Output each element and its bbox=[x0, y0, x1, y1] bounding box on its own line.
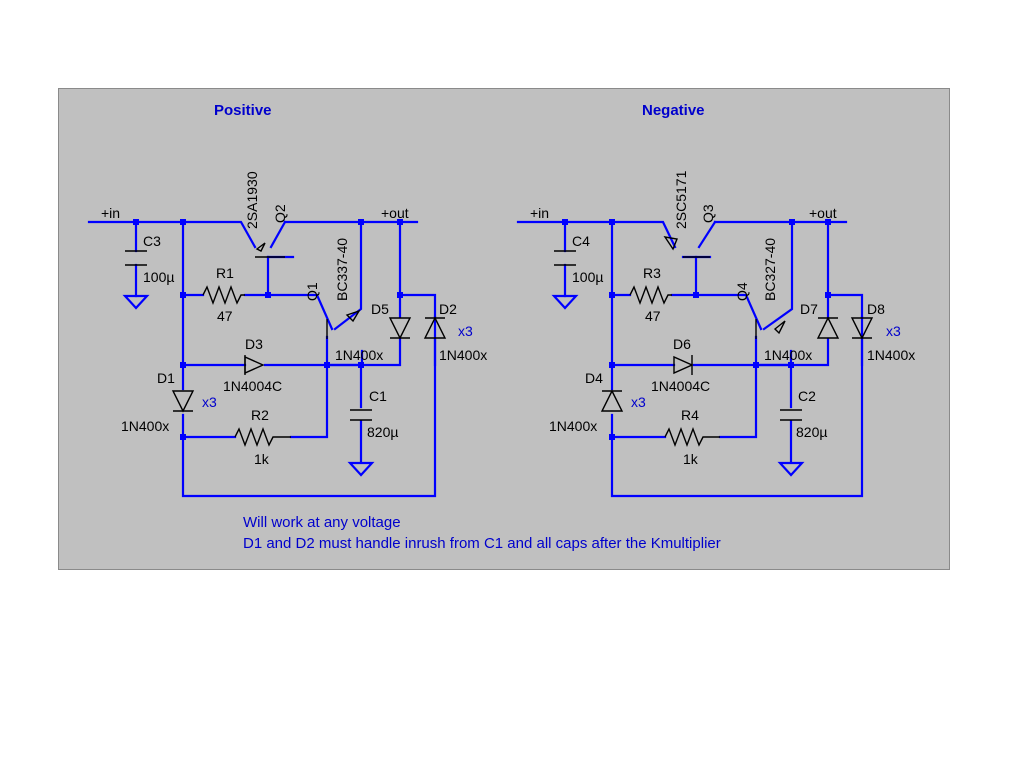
d7-ref: D7 bbox=[800, 301, 818, 317]
negative-title: Negative bbox=[642, 102, 705, 119]
r4-ref: R4 bbox=[681, 407, 699, 423]
schematic-canvas: Positive bbox=[58, 88, 950, 570]
d2-multiplier: x3 bbox=[458, 323, 473, 339]
d1-diode bbox=[171, 390, 195, 413]
r3-ref: R3 bbox=[643, 265, 661, 281]
d8-ref: D8 bbox=[867, 301, 885, 317]
d1-multiplier: x3 bbox=[202, 394, 217, 410]
q2-model: 2SA1930 bbox=[244, 171, 260, 229]
d5-ref: D5 bbox=[371, 301, 389, 317]
d4-multiplier: x3 bbox=[631, 394, 646, 410]
q4-transistor bbox=[755, 319, 786, 339]
r3-value: 47 bbox=[645, 308, 661, 324]
q1-model: BC337-40 bbox=[334, 238, 350, 301]
r2-resistor bbox=[234, 427, 291, 447]
r3-resistor bbox=[629, 285, 672, 305]
d6-diode bbox=[673, 355, 694, 375]
c2-capacitor bbox=[777, 409, 805, 477]
c3-value: 100µ bbox=[143, 269, 174, 285]
c1-ref: C1 bbox=[369, 388, 387, 404]
d3-value: 1N4004C bbox=[223, 378, 282, 394]
q2-transistor bbox=[255, 242, 285, 258]
d4-value: 1N400x bbox=[549, 418, 597, 434]
r1-ref: R1 bbox=[216, 265, 234, 281]
d7-diode bbox=[816, 316, 840, 339]
note-line-2: D1 and D2 must handle inrush from C1 and… bbox=[243, 535, 721, 552]
positive-in-label: +in bbox=[101, 205, 120, 221]
r1-value: 47 bbox=[217, 308, 233, 324]
d7-value: 1N400x bbox=[764, 347, 812, 363]
q3-transistor bbox=[663, 236, 710, 258]
r4-resistor bbox=[664, 427, 720, 447]
d1-value: 1N400x bbox=[121, 418, 169, 434]
c4-capacitor bbox=[551, 250, 579, 310]
q4-ref: Q4 bbox=[734, 282, 750, 301]
d2-diode bbox=[423, 316, 447, 339]
c1-capacitor bbox=[347, 409, 375, 477]
positive-out-label: +out bbox=[381, 205, 409, 221]
q2-ref: Q2 bbox=[272, 204, 288, 223]
d2-ref: D2 bbox=[439, 301, 457, 317]
d4-diode bbox=[600, 389, 624, 412]
q3-ref: Q3 bbox=[700, 204, 716, 223]
d3-diode bbox=[244, 355, 265, 375]
r2-value: 1k bbox=[254, 451, 270, 467]
d8-value: 1N400x bbox=[867, 347, 915, 363]
negative-in-label: +in bbox=[530, 205, 549, 221]
d8-diode bbox=[850, 317, 874, 340]
c4-ref: C4 bbox=[572, 233, 590, 249]
c4-value: 100µ bbox=[572, 269, 603, 285]
r2-ref: R2 bbox=[251, 407, 269, 423]
r1-resistor bbox=[202, 285, 245, 305]
negative-out-label: +out bbox=[809, 205, 837, 221]
note-line-1: Will work at any voltage bbox=[243, 514, 401, 531]
d5-value: 1N400x bbox=[335, 347, 383, 363]
d6-value: 1N4004C bbox=[651, 378, 710, 394]
c1-value: 820µ bbox=[367, 424, 398, 440]
q1-ref: Q1 bbox=[304, 282, 320, 301]
c3-ref: C3 bbox=[143, 233, 161, 249]
q4-model: BC327-40 bbox=[762, 238, 778, 301]
positive-title: Positive bbox=[214, 102, 272, 119]
d6-ref: D6 bbox=[673, 336, 691, 352]
d1-ref: D1 bbox=[157, 370, 175, 386]
positive-junctions bbox=[133, 219, 403, 440]
d4-ref: D4 bbox=[585, 370, 603, 386]
positive-circuit: Positive bbox=[87, 102, 487, 498]
q1-transistor bbox=[326, 309, 361, 339]
q3-model: 2SC5171 bbox=[673, 170, 689, 229]
c3-capacitor bbox=[122, 250, 150, 310]
negative-junctions bbox=[562, 219, 831, 440]
c2-ref: C2 bbox=[798, 388, 816, 404]
d3-ref: D3 bbox=[245, 336, 263, 352]
schematic-svg: Positive bbox=[87, 102, 915, 552]
negative-circuit: Negative bbox=[516, 102, 915, 498]
d5-diode bbox=[388, 317, 412, 340]
d8-multiplier: x3 bbox=[886, 323, 901, 339]
r4-value: 1k bbox=[683, 451, 699, 467]
d2-value: 1N400x bbox=[439, 347, 487, 363]
c2-value: 820µ bbox=[796, 424, 827, 440]
